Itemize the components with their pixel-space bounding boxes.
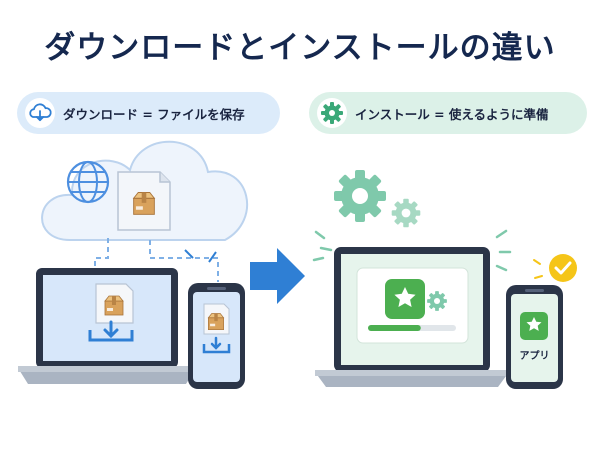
small-gear-icon: [427, 291, 447, 311]
laptop-install: [334, 247, 490, 372]
install-progress-bar: [368, 325, 456, 331]
large-gear-icon: [334, 170, 386, 222]
install-definition-label: インストール = 使えるように準備: [355, 106, 549, 122]
phone-app-label: アプリ: [519, 351, 550, 362]
download-definition-pill: ダウンロード = ファイルを保存: [17, 92, 280, 134]
phone-download: [188, 283, 245, 389]
page-title: ダウンロードとインストールの違い: [44, 30, 556, 66]
sparkle-lines: [533, 259, 543, 279]
check-icon: [549, 254, 577, 282]
globe-icon: [66, 160, 110, 204]
laptop-download: [18, 268, 196, 384]
arrow-right-icon: [250, 248, 305, 304]
download-definition-label: ダウンロード = ファイルを保存: [63, 106, 245, 122]
file-icon: [117, 171, 171, 231]
small-gear-icon: [391, 198, 421, 228]
cloud-download-icon: [25, 98, 55, 128]
install-definition-pill: インストール = 使えるように準備: [309, 92, 587, 134]
sparkle-lines: [312, 229, 512, 272]
gear-icon: [317, 98, 347, 128]
phone-install: [506, 285, 563, 389]
download-connectors: [94, 238, 219, 282]
